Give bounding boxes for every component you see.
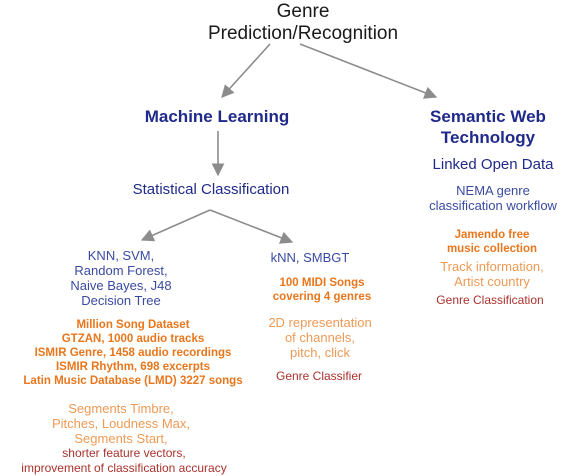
ml-left-algorithm: Decision Tree (81, 293, 161, 308)
sw-dataset-line: Jamendo free (454, 229, 530, 241)
ml-left-algorithm: Random Forest, (74, 263, 168, 278)
ml-left-dataset: GTZAN, 1000 audio tracks (61, 333, 205, 345)
ml-right-dataset-line: covering 4 genres (272, 291, 372, 303)
arrow-root-to-ml (221, 43, 271, 98)
root-node: Genre Prediction/Recognition (208, 1, 398, 45)
ml-left-algorithm: KNN, SVM, (87, 248, 155, 263)
sw-feature: Artist country (454, 274, 530, 289)
ml-left-dataset: ISMIR Rhythm, 698 excerpts (55, 361, 211, 373)
ml-left-dataset: Latin Music Database (LMD) 3227 songs (23, 375, 243, 387)
sw-dataset-line: music collection (446, 243, 538, 255)
ml-left-result: shorter feature vectors, improvement of … (21, 446, 226, 476)
ml-left-datasets: Million Song Dataset GTZAN, 1000 audio t… (23, 318, 242, 388)
linked-open-data: Linked Open Data (432, 156, 554, 173)
sw-title-line: Technology (440, 128, 536, 147)
nema-workflow: NEMA genre classification workflow (429, 183, 557, 213)
sw-features: Track information, Artist country (440, 259, 544, 289)
arrow-statistical-to-right (209, 209, 294, 244)
ml-left-dataset: ISMIR Genre, 1458 audio recordings (34, 347, 232, 359)
ml-right-dataset: 100 MIDI Songs covering 4 genres (273, 276, 371, 304)
sw-title: Semantic Web Technology (430, 106, 546, 148)
ml-title: Machine Learning (144, 107, 290, 126)
ml-left-features: Segments Timbre, Pitches, Loudness Max, … (52, 401, 190, 446)
statistical-classification: Statistical Classification (132, 181, 290, 198)
ml-left-result-line: shorter feature vectors, (62, 446, 186, 460)
nema-line: NEMA genre (456, 183, 530, 198)
ml-left-algorithm: Naive Bayes, J48 (70, 278, 172, 293)
sw-feature: Track information, (440, 259, 544, 274)
root-line-2: Prediction/Recognition (207, 23, 399, 44)
ml-right-feature: of channels, (284, 330, 356, 345)
sw-result: Genre Classification (436, 293, 544, 307)
ml-right-feature: pitch, click (290, 345, 350, 360)
ml-left-feature: Segments Timbre, (68, 401, 174, 416)
ml-left-result-line: improvement of classification accuracy (21, 461, 227, 475)
ml-right-algorithms: kNN, SMBGT (270, 250, 350, 265)
ml-left-feature: Segments Start, (74, 431, 168, 446)
ml-right-features: 2D representation of channels, pitch, cl… (268, 315, 371, 360)
arrow-statistical-to-left (140, 209, 211, 242)
sw-dataset: Jamendo free music collection (447, 228, 537, 256)
nema-line: classification workflow (429, 198, 557, 213)
ml-right-dataset-line: 100 MIDI Songs (279, 277, 365, 289)
ml-right-result: Genre Classifier (275, 369, 363, 383)
arrow-root-to-sw (299, 43, 438, 99)
ml-left-algorithms: KNN, SVM, Random Forest, Naive Bayes, J4… (70, 248, 171, 308)
ml-left-feature: Pitches, Loudness Max, (51, 416, 191, 431)
root-line-1: Genre (276, 1, 330, 22)
sw-title-line: Semantic Web (430, 107, 546, 126)
ml-right-feature: 2D representation (268, 315, 372, 330)
ml-left-dataset: Million Song Dataset (76, 319, 190, 331)
